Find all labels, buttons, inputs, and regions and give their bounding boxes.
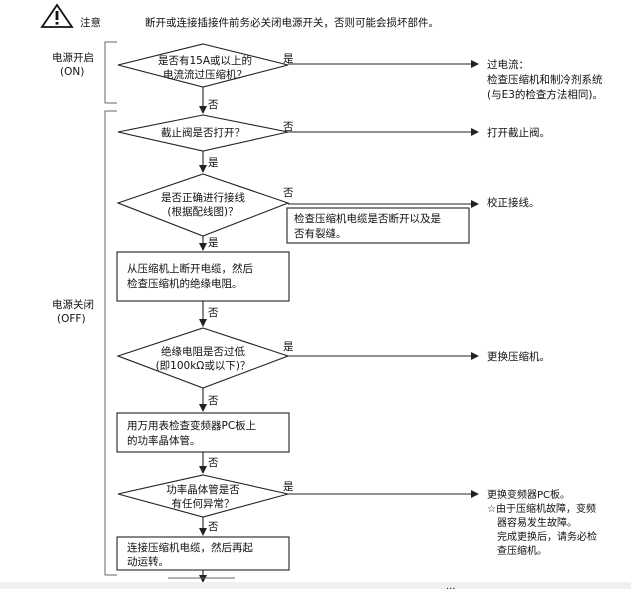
decision-text-line: (即100kΩ或以下)？ xyxy=(156,360,251,372)
decision-text-line: 绝缘电阻是否过低 xyxy=(161,345,245,358)
process-text-line: 连接压缩机电缆，然后再起 xyxy=(127,541,253,554)
result-text-line: 校正接线。 xyxy=(487,196,540,209)
power-on-bracket: 电源开启 (ON) xyxy=(52,41,117,104)
power-on-state: (ON) xyxy=(60,66,84,78)
result-text-line: ☆由于压缩机故障，变频 xyxy=(487,502,596,515)
process-text-line: 用万用表检查变频器PC板上 xyxy=(127,419,256,432)
bottom-strip xyxy=(0,582,631,589)
page-mark: ... xyxy=(446,581,456,589)
flow-connectors xyxy=(168,60,479,583)
power-off-state: (OFF) xyxy=(57,313,86,325)
warning-triangle-icon xyxy=(40,3,74,28)
process-power-transistor-check: 用万用表检查变频器PC板上 的功率晶体管。 xyxy=(116,412,290,453)
decision-insulation-low: 绝缘电阻是否过低 (即100kΩ或以下)？ xyxy=(116,327,290,389)
edge-label-yes: 是 xyxy=(283,481,294,493)
note-text-line: 检查压缩机电缆是否断开以及是 xyxy=(294,212,441,225)
decision-overcurrent: 是否有15A或以上的 电流流过压缩机？ xyxy=(117,43,289,88)
decision-text-line: 是否有15A或以上的 xyxy=(158,54,252,67)
edge-labels: 是 否 否 是 否 是 否 是 否 否 是 否 xyxy=(208,53,294,533)
edge-label-yes: 是 xyxy=(208,237,219,249)
result-text-line: 器容易发生故障。 xyxy=(487,516,577,529)
note-text-line: 否有裂缝。 xyxy=(294,227,347,240)
power-off-bracket: 电源关闭 (OFF) xyxy=(52,110,117,576)
result-text-line: 完成更换后，请务必检 xyxy=(487,530,597,543)
process-text-line: 检查压缩机的绝缘电阻。 xyxy=(127,277,243,290)
decision-stop-valve: 截止阀是否打开？ xyxy=(117,114,289,152)
edge-label-no: 否 xyxy=(208,307,219,319)
edge-label-no: 否 xyxy=(283,121,294,133)
result-text-line: 查压缩机。 xyxy=(487,544,547,557)
process-reconnect-restart: 连接压缩机电缆，然后再起 动运转。 xyxy=(116,536,290,571)
result-open-valve: 打开截止阀。 xyxy=(487,126,550,139)
decision-text-line: 电流流过压缩机？ xyxy=(163,68,247,81)
power-off-label: 电源关闭 xyxy=(52,298,94,311)
result-replace-compressor: 更换压缩机。 xyxy=(487,350,550,363)
result-replace-inverter-pcb: 更换变频器PC板。 ☆由于压缩机故障，变频 器容易发生故障。 完成更换后，请务必… xyxy=(487,488,597,557)
caution-header: 注意 断开或连接插接件前务必关闭电源开关，否则可能会损坏部件。 xyxy=(40,3,439,29)
result-text-line: 更换变频器PC板。 xyxy=(487,488,570,501)
result-overcurrent: 过电流： 检查压缩机和制冷剂系统 (与E3的检查方法相同)。 xyxy=(487,58,603,101)
process-text-line: 从压缩机上断开电缆，然后 xyxy=(127,262,253,275)
process-text-line: 动运转。 xyxy=(127,555,169,568)
edge-label-no: 否 xyxy=(208,521,219,533)
result-text-line: 打开截止阀。 xyxy=(487,126,550,139)
edge-label-yes: 是 xyxy=(283,341,294,353)
decision-text-line: (根据配线图)？ xyxy=(167,205,238,218)
decision-text-line: 有任何异常？ xyxy=(172,497,235,510)
decision-text-line: 截止阀是否打开？ xyxy=(161,126,245,139)
process-insulation-check: 从压缩机上断开电缆，然后 检查压缩机的绝缘电阻。 xyxy=(116,251,290,302)
result-text-line: 更换压缩机。 xyxy=(487,350,550,363)
process-text-line: 的功率晶体管。 xyxy=(127,434,201,447)
caution-label: 注意 xyxy=(80,16,101,29)
edge-label-no: 否 xyxy=(208,395,219,407)
result-correct-wiring: 校正接线。 xyxy=(487,196,540,209)
decision-transistor-abnormal: 功率晶体管是否 有任何异常？ xyxy=(117,474,289,518)
result-text-line: 过电流： xyxy=(487,58,529,71)
edge-label-yes: 是 xyxy=(283,53,294,65)
result-text-line: (与E3的检查方法相同)。 xyxy=(487,88,603,101)
edge-label-no: 否 xyxy=(208,457,219,469)
edge-label-no: 否 xyxy=(283,187,294,199)
decision-text-line: 是否正确进行接线 xyxy=(161,191,245,204)
note-check-cable: 检查压缩机电缆是否断开以及是 否有裂缝。 xyxy=(286,207,470,244)
edge-label-yes: 是 xyxy=(208,157,219,169)
decision-text-line: 功率晶体管是否 xyxy=(166,483,240,496)
caution-text: 断开或连接插接件前务必关闭电源开关，否则可能会损坏部件。 xyxy=(145,16,439,29)
power-on-label: 电源开启 xyxy=(52,51,94,64)
edge-label-no: 否 xyxy=(208,99,219,111)
result-text-line: 检查压缩机和制冷剂系统 xyxy=(487,73,603,86)
decision-wiring: 是否正确进行接线 (根据配线图)？ xyxy=(116,173,290,237)
